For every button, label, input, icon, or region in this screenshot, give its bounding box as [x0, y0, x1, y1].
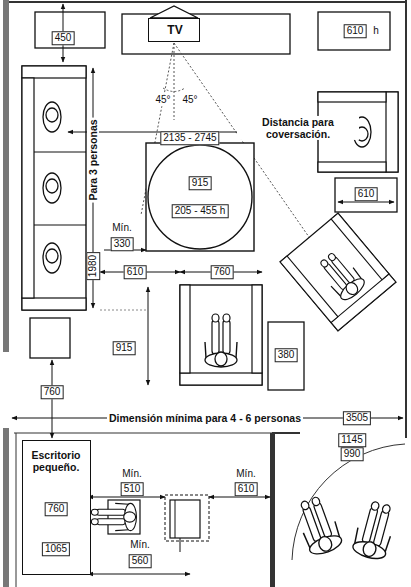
- dimension-value: 510: [121, 482, 144, 496]
- drawing-line: [34, 225, 86, 226]
- drawing-line: [405, 0, 407, 438]
- drawing-use: [43, 102, 61, 132]
- dimension-value: 760: [211, 265, 234, 279]
- dimension-value: 990: [341, 447, 364, 461]
- dimension-value: 1980: [86, 252, 100, 280]
- dimension-value: 330: [111, 237, 134, 251]
- drawing-line: [174, 43, 175, 120]
- drawing-use: [43, 243, 61, 273]
- drawing-rect: [146, 143, 254, 251]
- drawing-line: [16, 433, 17, 587]
- annotation-text: Distancia para coversación.: [237, 116, 359, 140]
- annotation-text: Mín.: [129, 539, 150, 551]
- dimension-value: 915: [189, 176, 212, 190]
- drawing-use: [205, 314, 237, 367]
- drawing-rect: [165, 495, 209, 541]
- dimension-value: 2135 - 2745: [160, 131, 219, 145]
- drawing-line: [180, 538, 181, 552]
- dimension-value: 205 - 455 h: [172, 204, 229, 218]
- furniture-top: [35, 4, 390, 62]
- armchair-front: [180, 285, 262, 385]
- drawing-line: [34, 152, 86, 153]
- coffee-table: 915 205 - 455 h: [146, 143, 254, 251]
- drawing-rect: [22, 78, 34, 298]
- drawing-rect: [180, 285, 190, 373]
- drawing-line: [88, 497, 165, 498]
- sofa: [22, 66, 93, 310]
- dimension-value: 1145: [338, 433, 366, 447]
- drawing-rect: [280, 213, 396, 331]
- tv-box: TV: [148, 18, 200, 42]
- drawing-line: [148, 287, 149, 385]
- annotation-text: 45°: [181, 94, 198, 106]
- drawing-path: [150, 6, 198, 18]
- drawing-line: [338, 202, 394, 203]
- drawing-rect: [122, 14, 290, 54]
- drawing-line: [272, 432, 300, 434]
- drawing-rect: [252, 285, 262, 373]
- dimension-value: 380: [275, 348, 298, 362]
- drawing-rect: [318, 92, 386, 102]
- drawing-rect: [22, 66, 86, 78]
- drawing-use: [91, 503, 136, 530]
- drawing-rect: [318, 162, 386, 172]
- annotation-text: h: [372, 25, 380, 37]
- dimension-value: 3505: [343, 411, 371, 425]
- drawing-rect: [35, 12, 105, 48]
- drawing-use: [351, 499, 398, 561]
- people-walking: [293, 494, 398, 562]
- dimension-value: 560: [129, 554, 152, 568]
- drawing-rect: [335, 178, 397, 212]
- drawing-rect: [3, 0, 9, 352]
- drawing-line: [100, 310, 148, 311]
- annotation-text: Para 3 personas: [87, 117, 99, 202]
- drawing-rect: [30, 318, 70, 358]
- drawing-line: [9, 1, 406, 3]
- annotation-text: Dimensión mínima para 4 - 6 personas: [107, 412, 303, 424]
- walls: [3, 0, 406, 587]
- drawing-rect: [180, 285, 262, 385]
- drawing-line: [88, 574, 190, 575]
- dimension-value: 610: [355, 187, 378, 201]
- drawing-rect: [268, 322, 304, 390]
- drawing-rect: [170, 500, 200, 538]
- annotation-text: Mín.: [235, 468, 256, 480]
- dimension-value: 760: [41, 385, 64, 399]
- dimension-value: 1065: [42, 542, 70, 556]
- annotation-text: 45°: [154, 94, 171, 106]
- tv-label: TV: [167, 24, 182, 38]
- drawing-line: [175, 500, 176, 538]
- dimension-value: 760: [45, 502, 68, 516]
- dimension-value: 450: [52, 31, 75, 45]
- dimension-value: 915: [113, 341, 136, 355]
- drawing-rect: [318, 12, 390, 50]
- annotation-text: Mín.: [111, 222, 132, 234]
- annotation-text: Mín.: [121, 468, 142, 480]
- drawing-line: [14, 432, 272, 433]
- dimension-value: 610: [124, 265, 147, 279]
- drawing-use: [43, 173, 61, 203]
- drawing-rect: [180, 373, 262, 385]
- drawing-use: [293, 494, 344, 558]
- table-circle: [146, 143, 254, 251]
- drawing-use: [315, 248, 368, 303]
- drawing-rect: [22, 298, 86, 310]
- drawing-rect: [386, 92, 398, 172]
- armchair-rotated: [280, 213, 396, 331]
- drawing-rect: [22, 66, 86, 310]
- dimension-value: 610: [344, 24, 367, 38]
- desk-label: Escritorio pequeño.: [24, 449, 88, 473]
- drawing-line: [209, 497, 270, 498]
- drawing-path: [163, 88, 185, 92]
- sight-lines: [141, 43, 318, 250]
- drawing-rect: [270, 433, 275, 587]
- dimension-value: 610: [235, 482, 258, 496]
- desk-box: Escritorio pequeño. 760 1065: [22, 440, 91, 575]
- drawing-line: [52, 360, 53, 438]
- drawing-rect: [3, 428, 9, 587]
